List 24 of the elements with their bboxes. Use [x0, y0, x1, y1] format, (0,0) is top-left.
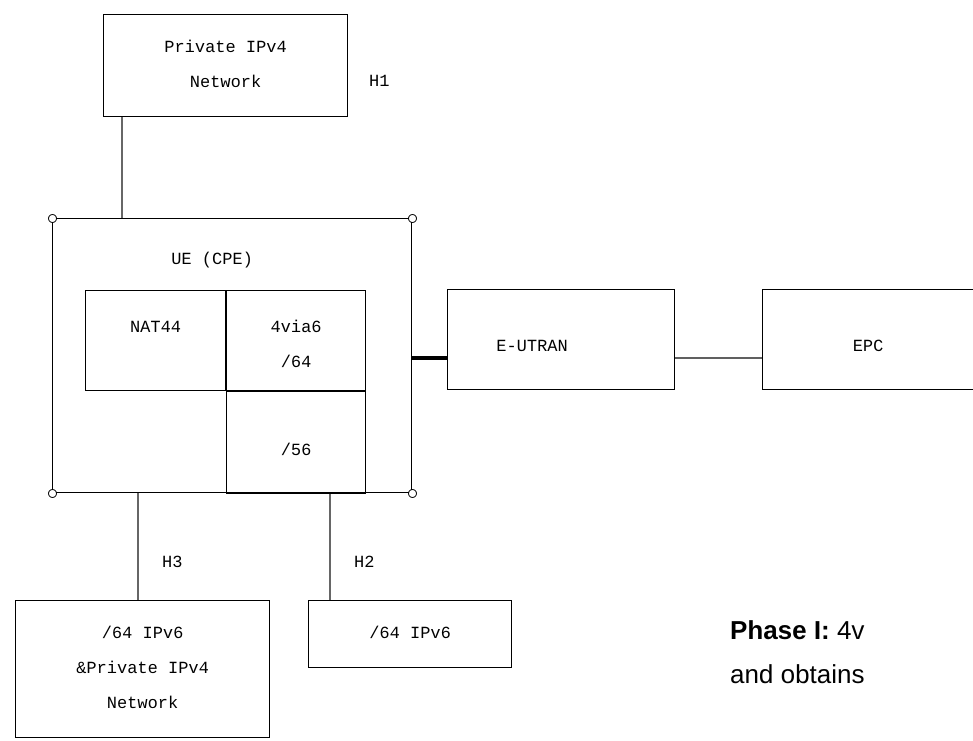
host-label: H1 [369, 72, 390, 94]
network-box [447, 289, 675, 390]
phase-note: Phase I: 4v and obtains [730, 614, 866, 691]
node-label: 4via6 /64 [269, 318, 322, 375]
connector-line [137, 493, 139, 600]
network-box [52, 218, 412, 493]
node-label: Private IPv4 Network [163, 38, 288, 94]
network-box [85, 290, 226, 391]
connector-line [675, 357, 762, 359]
node-label: UE (CPE) [170, 250, 254, 272]
node-label: /64 IPv6 &Private IPv4 Network [75, 624, 210, 716]
node-label: /56 [280, 441, 312, 463]
network-box [308, 600, 512, 668]
node-label: /64 IPv6 [368, 624, 452, 646]
connector-line [121, 117, 123, 218]
network-box [15, 600, 270, 738]
node-label: NAT44 [128, 318, 182, 340]
network-box [762, 289, 973, 390]
connector-line [329, 493, 331, 600]
network-box [226, 391, 366, 494]
node-label: EPC [852, 337, 884, 359]
connector-line [412, 356, 447, 360]
node-label: E-UTRAN [495, 337, 569, 359]
network-box [226, 290, 366, 391]
